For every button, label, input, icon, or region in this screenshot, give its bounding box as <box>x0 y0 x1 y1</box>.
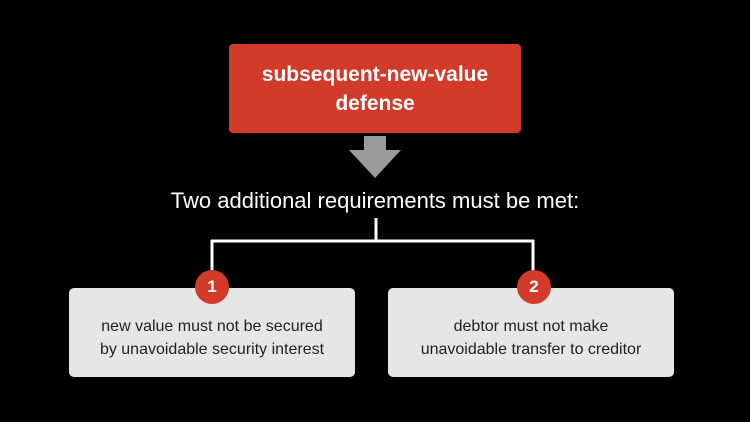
requirement-1-line2: by unavoidable security interest <box>99 340 325 358</box>
defense-title-box: subsequent-new-value defense <box>229 44 521 133</box>
requirement-number-badge-1: 1 <box>195 270 229 304</box>
down-arrow-icon <box>349 136 401 178</box>
requirement-1-line1: new value must not be secured <box>101 317 323 335</box>
defense-title-line1: subsequent-new-value <box>261 62 489 86</box>
requirement-2-line2: unavoidable transfer to creditor <box>420 340 642 358</box>
requirement-number-badge-2: 2 <box>517 270 551 304</box>
defense-title-line2: defense <box>335 91 415 115</box>
requirements-heading: Two additional requirements must be met: <box>170 188 580 213</box>
down-arrow-shape <box>349 136 401 178</box>
requirement-2-line1: debtor must not make <box>453 317 609 335</box>
